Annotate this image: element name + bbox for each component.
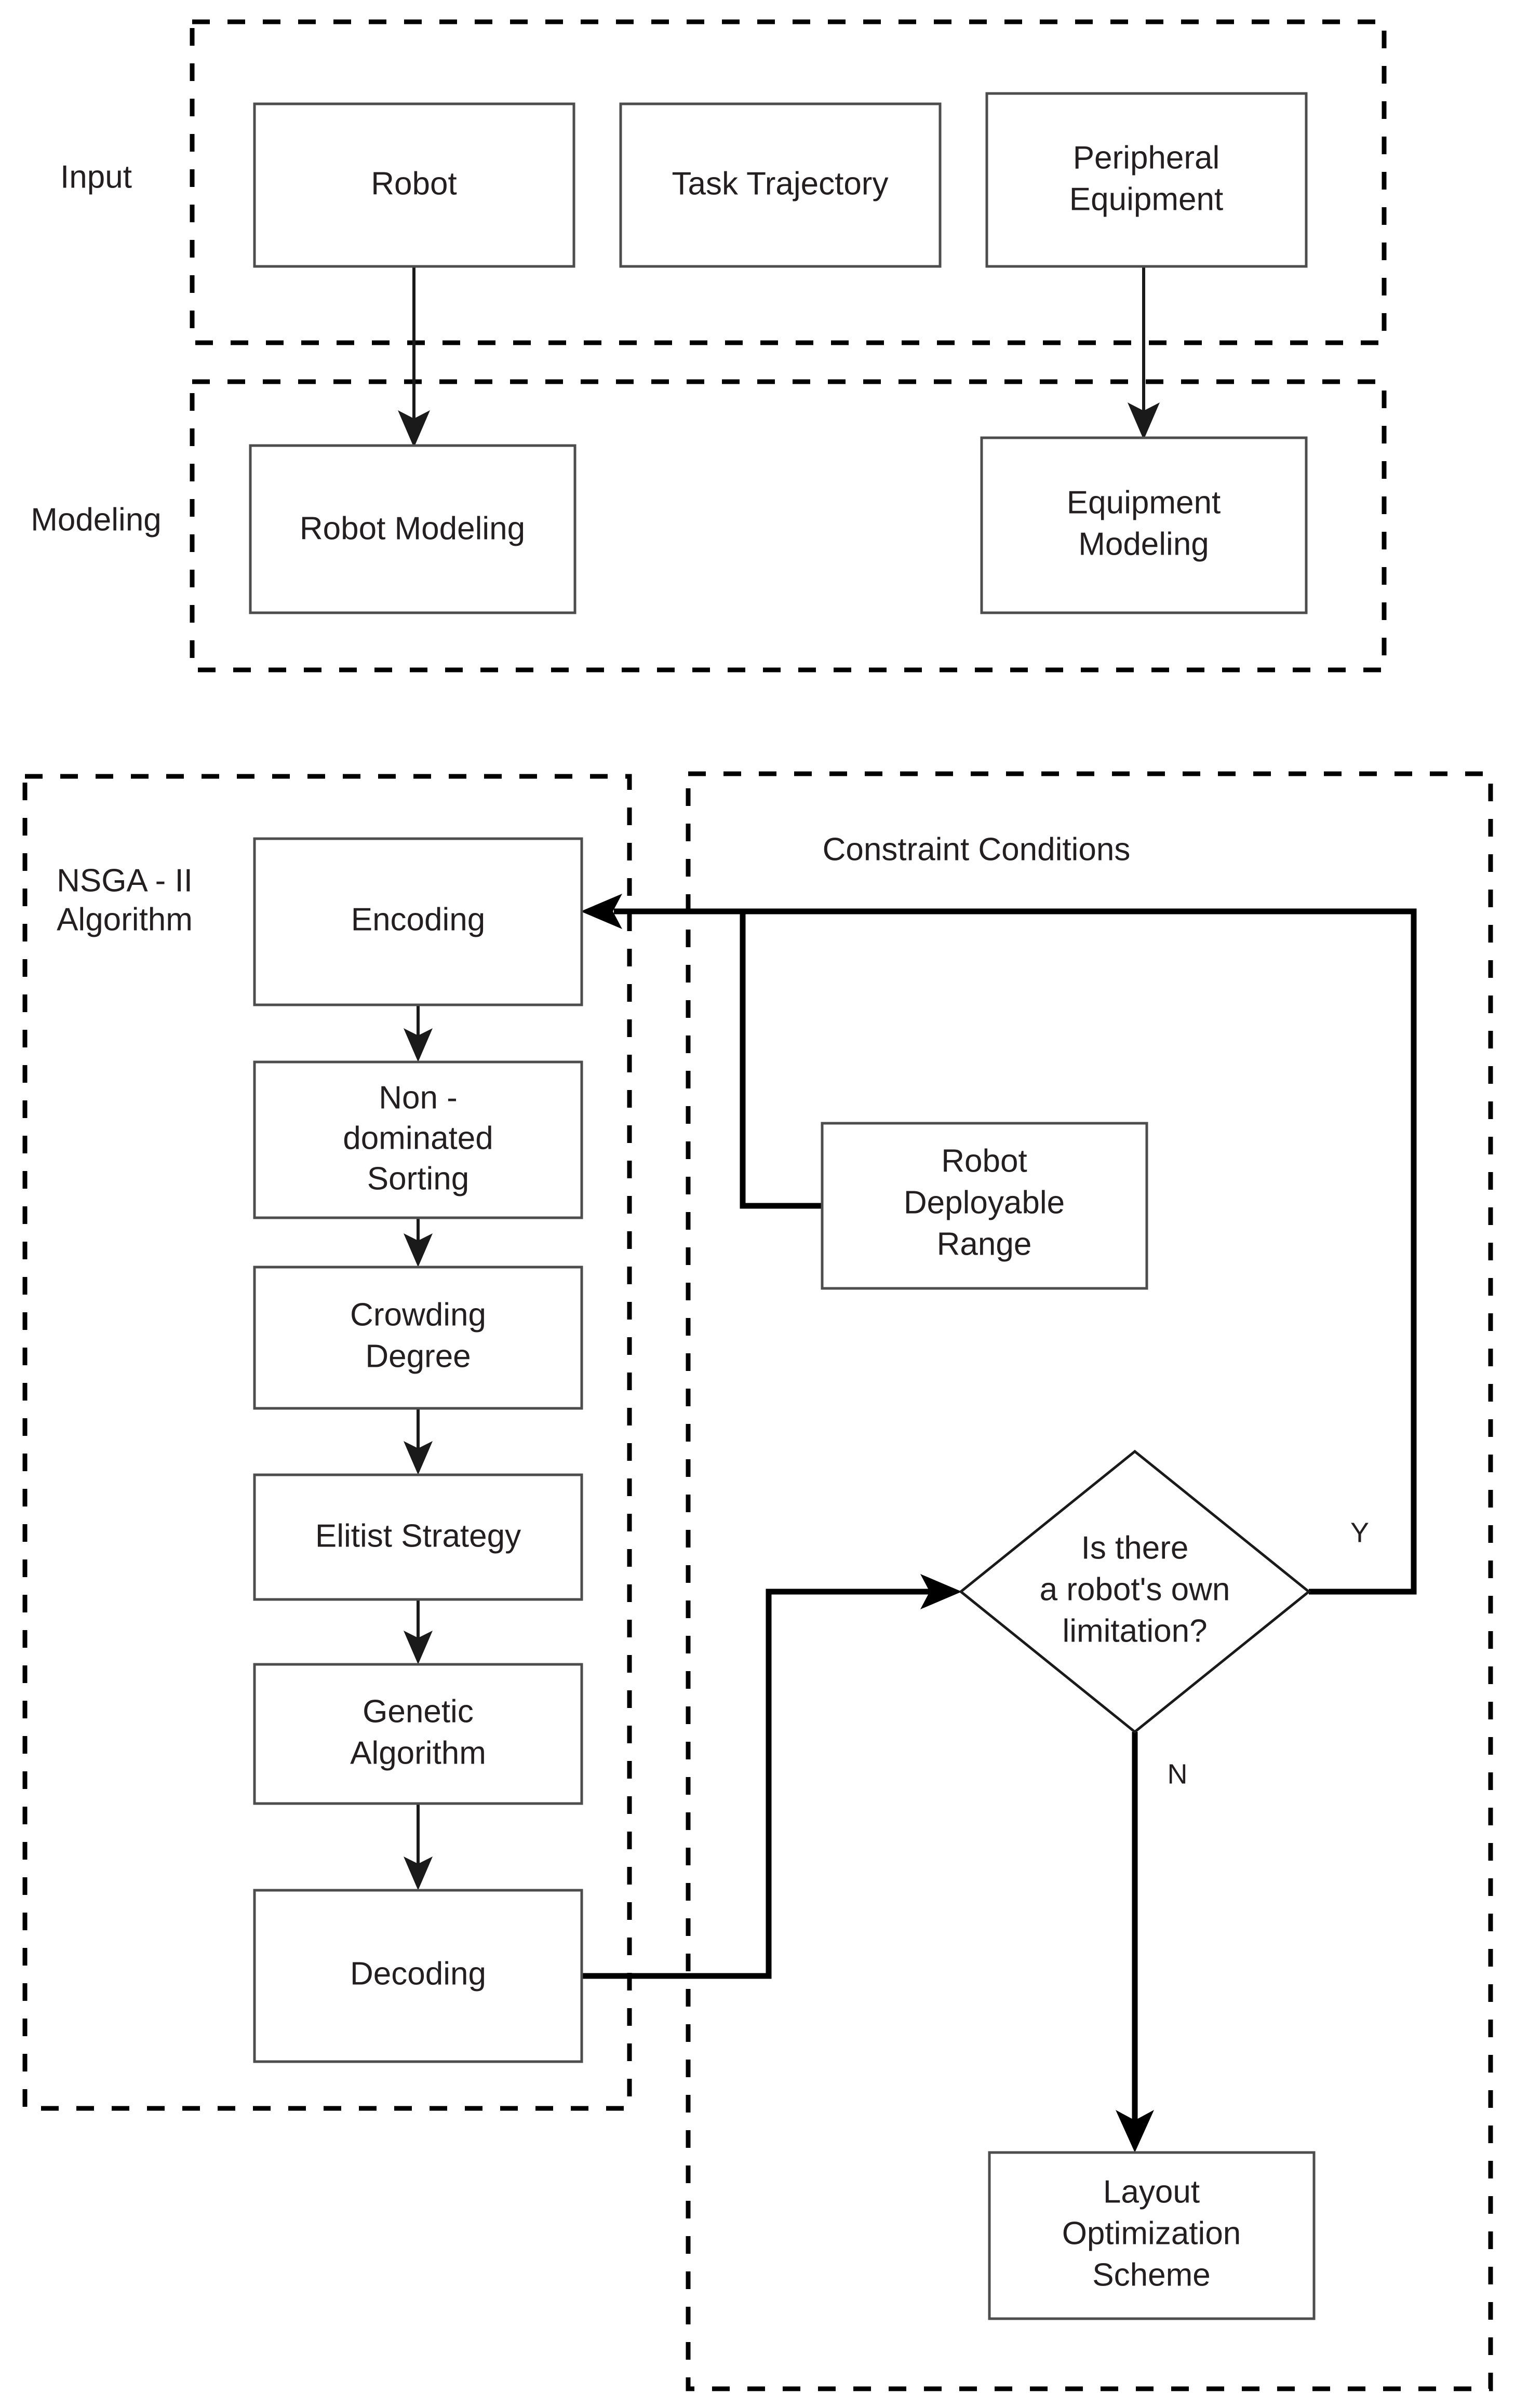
node-robot-label: Robot bbox=[371, 166, 457, 201]
node-peripheral-equipment[interactable]: Peripheral Equipment bbox=[985, 92, 1308, 268]
connector-deployable-range-to-encoding-line bbox=[740, 911, 822, 1209]
node-robot-deployable-range-label-line2: Deployable bbox=[904, 1185, 1065, 1220]
node-robot-deployable-range-box bbox=[821, 1122, 1148, 1290]
group-label-constraint: Constraint Conditions bbox=[823, 831, 1131, 867]
group-label-nsga-line2: Algorithm bbox=[57, 902, 193, 937]
node-elitist-strategy[interactable]: Elitist Strategy bbox=[253, 1473, 583, 1601]
node-task-trajectory-label: Task Trajectory bbox=[672, 166, 889, 201]
node-elitist-strategy-label: Elitist Strategy bbox=[315, 1518, 521, 1554]
arrowhead-encoding-to-sorting bbox=[404, 1028, 433, 1062]
node-equipment-modeling-label-line1: Equipment bbox=[1067, 485, 1221, 520]
node-layout-optimization-scheme-label-line3: Scheme bbox=[1092, 2257, 1210, 2293]
node-non-dominated-sorting-label-line1: Non - bbox=[379, 1080, 458, 1115]
node-encoding[interactable]: Encoding bbox=[253, 837, 583, 1006]
node-peripheral-equipment-box bbox=[985, 92, 1308, 268]
node-genetic-algorithm-label-line2: Algorithm bbox=[350, 1735, 486, 1771]
node-robot-limitation-decision-shape bbox=[959, 1449, 1311, 1734]
arrowhead-peripheral-to-equipment-modeling bbox=[1128, 402, 1160, 440]
node-peripheral-equipment-label-line2: Equipment bbox=[1069, 181, 1223, 217]
node-genetic-algorithm-box bbox=[253, 1663, 583, 1805]
connector-decoding-to-decision bbox=[582, 1589, 930, 1979]
node-non-dominated-sorting-label-line3: Sorting bbox=[367, 1161, 469, 1196]
node-layout-optimization-scheme-label-line1: Layout bbox=[1103, 2174, 1200, 2210]
node-robot-limitation-decision-label-line1: Is there bbox=[1081, 1530, 1189, 1566]
node-equipment-modeling-label-line2: Modeling bbox=[1078, 526, 1209, 562]
node-crowding-degree[interactable]: Crowding Degree bbox=[253, 1266, 583, 1410]
node-robot[interactable]: Robot bbox=[253, 102, 575, 268]
arrowhead-decoding-to-decision bbox=[920, 1574, 962, 1609]
node-task-trajectory-box bbox=[619, 102, 942, 268]
node-robot-deployable-range-label-line3: Range bbox=[937, 1226, 1032, 1262]
node-robot-deployable-range-label-line1: Robot bbox=[941, 1143, 1027, 1179]
node-equipment-modeling[interactable]: Equipment Modeling bbox=[980, 436, 1308, 614]
node-peripheral-equipment-label-line1: Peripheral bbox=[1073, 140, 1220, 176]
arrowhead-decision-yes-to-encoding bbox=[581, 894, 622, 929]
node-robot-modeling[interactable]: Robot Modeling bbox=[249, 444, 576, 614]
branch-label-no: N bbox=[1168, 1758, 1188, 1790]
node-robot-modeling-label: Robot Modeling bbox=[300, 510, 525, 546]
group-label-nsga-line1: NSGA - II bbox=[57, 863, 193, 898]
branch-label-yes: Y bbox=[1350, 1517, 1369, 1548]
arrowhead-robot-to-robot-modeling bbox=[398, 410, 430, 448]
node-non-dominated-sorting[interactable]: Non - dominated Sorting bbox=[253, 1060, 583, 1219]
node-encoding-box bbox=[253, 837, 583, 1006]
connector-decision-yes-to-encoding bbox=[614, 908, 1417, 1595]
arrowhead-decision-no-to-layout-scheme bbox=[1116, 2110, 1154, 2153]
arrowhead-sorting-to-crowding bbox=[404, 1233, 433, 1267]
node-non-dominated-sorting-label-line2: dominated bbox=[343, 1120, 493, 1156]
group-container-nsga bbox=[22, 774, 632, 2111]
node-layout-optimization-scheme[interactable]: Layout Optimization Scheme bbox=[988, 2151, 1316, 2320]
node-decoding-label: Decoding bbox=[350, 1956, 486, 1992]
node-genetic-algorithm[interactable]: Genetic Algorithm bbox=[253, 1663, 583, 1805]
node-robot-limitation-decision-label-line2: a robot's own bbox=[1040, 1571, 1230, 1607]
node-non-dominated-sorting-box bbox=[253, 1060, 583, 1219]
arrowhead-crowding-to-elitist bbox=[404, 1441, 433, 1475]
node-equipment-modeling-box bbox=[980, 436, 1308, 614]
group-label-input: Input bbox=[60, 159, 132, 195]
node-decoding-box bbox=[253, 1889, 583, 2063]
group-label-modeling: Modeling bbox=[31, 502, 162, 537]
node-crowding-degree-box bbox=[253, 1266, 583, 1410]
node-genetic-algorithm-label-line1: Genetic bbox=[363, 1693, 474, 1729]
arrowhead-genetic-to-decoding bbox=[404, 1857, 433, 1890]
node-robot-box bbox=[253, 102, 575, 268]
node-robot-limitation-decision[interactable]: Is there a robot's own limitation? bbox=[959, 1449, 1311, 1734]
node-elitist-strategy-box bbox=[253, 1473, 583, 1601]
node-crowding-degree-label-line1: Crowding bbox=[350, 1297, 486, 1333]
node-encoding-label: Encoding bbox=[351, 902, 486, 937]
group-container-input bbox=[190, 19, 1387, 345]
node-robot-limitation-decision-label-line3: limitation? bbox=[1062, 1613, 1207, 1649]
arrowhead-elitist-to-genetic bbox=[404, 1631, 433, 1664]
node-layout-optimization-scheme-box bbox=[988, 2151, 1316, 2320]
group-container-constraint bbox=[686, 771, 1493, 2391]
node-robot-deployable-range[interactable]: Robot Deployable Range bbox=[821, 1122, 1148, 1290]
node-crowding-degree-label-line2: Degree bbox=[365, 1338, 471, 1374]
node-layout-optimization-scheme-label-line2: Optimization bbox=[1062, 2215, 1241, 2251]
node-robot-modeling-box bbox=[249, 444, 576, 614]
node-task-trajectory[interactable]: Task Trajectory bbox=[619, 102, 942, 268]
node-decoding[interactable]: Decoding bbox=[253, 1889, 583, 2063]
